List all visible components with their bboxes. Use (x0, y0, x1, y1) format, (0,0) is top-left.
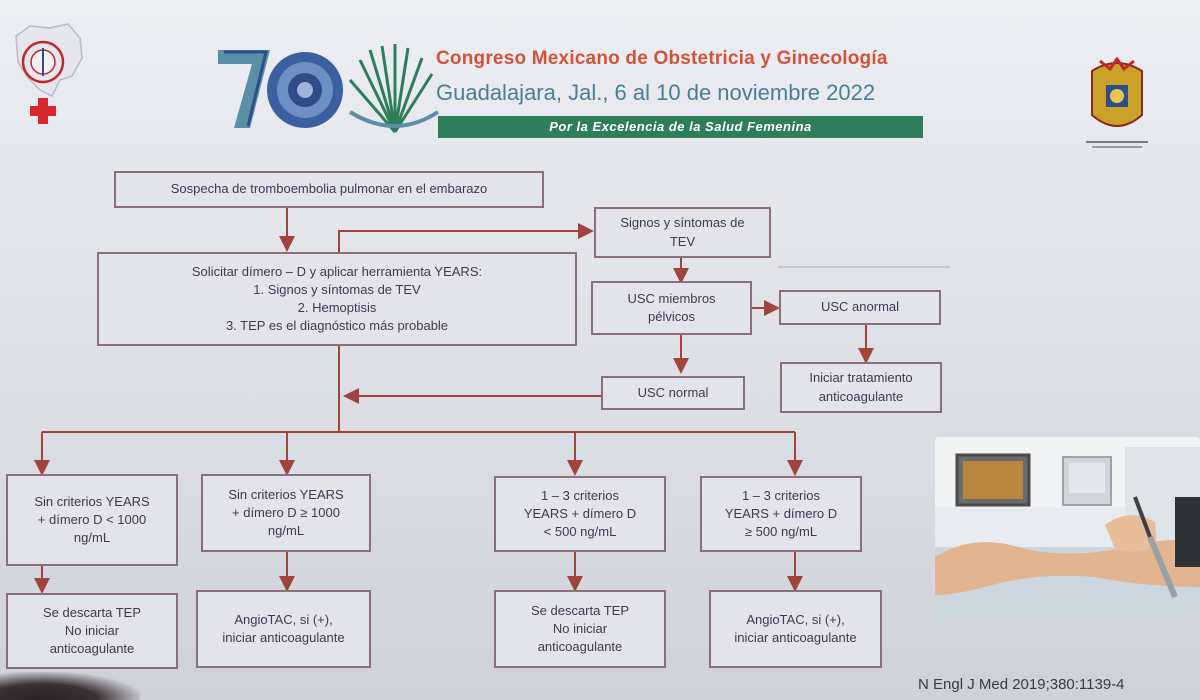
usc-anormal-text: USC anormal (820, 299, 900, 315)
branch-1-outcome-box: Se descarta TEP No iniciar anticoagulant… (6, 593, 178, 669)
branch-3-outcome-line-2: No iniciar (552, 620, 608, 636)
usc-normal-box: USC normal (601, 376, 745, 410)
ultrasound-photo-icon (935, 437, 1200, 620)
branch-3-outcome-box: Se descarta TEP No iniciar anticoagulant… (494, 590, 666, 668)
branch-2-criteria-line-2: + dímero D ≥ 1000 (232, 504, 340, 520)
congress-banner: Por la Excelencia de la Salud Femenina (438, 116, 923, 138)
usc-normal-text: USC normal (637, 384, 709, 400)
iniciar-tratamiento-box: Iniciar tratamiento anticoagulante (780, 362, 942, 413)
usc-miembros-line-2: pélvicos (648, 309, 695, 324)
usc-anormal-box: USC anormal (779, 290, 941, 325)
years-title: Solicitar dímero – D y aplicar herramien… (191, 263, 483, 279)
years-item-2: 2. Hemoptisis (297, 300, 377, 315)
branch-1-criteria-line-3: ng/mL (73, 530, 111, 546)
branch-4-outcome-box: AngioTAC, si (+), iniciar anticoagulante (709, 590, 882, 668)
branch-2-outcome-line-1: AngioTAC, si (+), (234, 611, 333, 627)
branch-4-criteria-line-3: ≥ 500 ng/mL (744, 524, 818, 540)
branch-2-criteria-line-3: ng/mL (267, 523, 305, 539)
years-tool-box: Solicitar dímero – D y aplicar herramien… (97, 252, 577, 346)
iniciar-tratamiento-line-2: anticoagulante (818, 388, 904, 404)
years-item-3: 3. TEP es el diagnóstico más probable (225, 318, 449, 334)
branch-3-criteria-line-3: < 500 ng/mL (543, 524, 617, 540)
branch-2-outcome-box: AngioTAC, si (+), iniciar anticoagulante (196, 590, 371, 668)
branch-3-criteria-line-2: YEARS + dímero D (523, 505, 637, 521)
usc-miembros-line-1: USC miembros (627, 290, 716, 306)
congress-title: Congreso Mexicano de Obstetricia y Ginec… (436, 48, 888, 69)
signos-line-1: Signos y síntomas de (620, 215, 745, 231)
branch-3-criteria-box: 1 – 3 criterios YEARS + dímero D < 500 n… (494, 476, 666, 552)
branch-4-criteria-line-1: 1 – 3 criterios (741, 487, 821, 503)
branch-1-criteria-line-1: Sin criterios YEARS (34, 493, 150, 509)
branch-1-outcome-line-2: No iniciar (64, 622, 120, 638)
branch-1-criteria-line-2: + dímero D < 1000 (37, 511, 147, 527)
branch-4-outcome-line-2: iniciar anticoagulante (734, 630, 857, 645)
audience-head-shadow (0, 672, 140, 700)
branch-3-outcome-line-3: anticoagulante (537, 639, 623, 655)
anniversary-70-logo-icon (218, 44, 440, 133)
branch-4-criteria-box: 1 – 3 criterios YEARS + dímero D ≥ 500 n… (700, 476, 862, 552)
years-item-1: 1. Signos y síntomas de TEV (253, 281, 421, 297)
citation: N Engl J Med 2019;380:1139-4 (918, 676, 1125, 693)
iniciar-tratamiento-line-1: Iniciar tratamiento (809, 370, 913, 386)
branch-3-outcome-line-1: Se descarta TEP (530, 602, 630, 618)
start-box-text: Sospecha de tromboembolia pulmonar en el… (170, 181, 488, 197)
branch-4-criteria-line-2: YEARS + dímero D (724, 505, 838, 521)
branch-2-outcome-line-2: iniciar anticoagulante (222, 630, 345, 645)
college-crest-icon (1086, 56, 1148, 148)
signos-box: Signos y síntomas de TEV (594, 207, 771, 258)
branch-4-outcome-line-1: AngioTAC, si (+), (746, 611, 845, 627)
branch-1-outcome-line-3: anticoagulante (49, 641, 135, 657)
branch-2-criteria-line-1: Sin criterios YEARS (228, 486, 344, 502)
congress-location-date: Guadalajara, Jal., 6 al 10 de noviembre … (436, 80, 876, 105)
branch-1-criteria-box: Sin criterios YEARS + dímero D < 1000 ng… (6, 474, 178, 566)
signos-line-2: TEV (669, 233, 696, 249)
usc-miembros-box: USC miembros pélvicos (591, 281, 752, 335)
branch-3-criteria-line-1: 1 – 3 criterios (540, 487, 620, 503)
start-box: Sospecha de tromboembolia pulmonar en el… (114, 171, 544, 208)
branch-2-criteria-box: Sin criterios YEARS + dímero D ≥ 1000 ng… (201, 474, 371, 552)
federation-logo-icon (15, 23, 83, 124)
arrow-years-to-signos (338, 223, 594, 252)
branch-1-outcome-line-1: Se descarta TEP (42, 604, 142, 620)
